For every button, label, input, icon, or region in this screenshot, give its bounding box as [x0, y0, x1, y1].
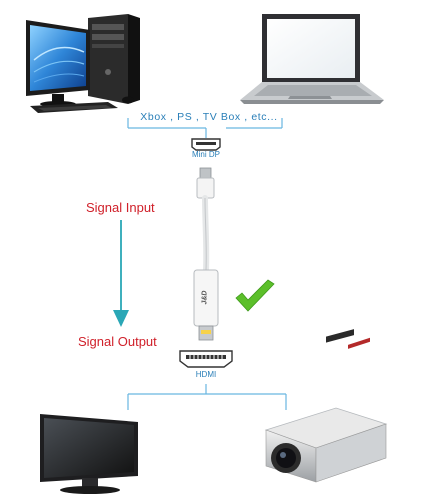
hdmi-port-icon	[179, 350, 233, 368]
brand-label: J&D	[201, 290, 209, 305]
mini-dp-label: Mini DP	[191, 150, 220, 159]
projector-icon	[264, 329, 388, 483]
desktop-computer-icon	[26, 14, 140, 113]
adapter-cable	[193, 167, 219, 341]
source-bracket	[127, 118, 283, 138]
source-devices-label: Xbox , PS , TV Box , etc...	[140, 111, 278, 123]
hdmi-label: HDMI	[195, 370, 217, 379]
laptop-icon	[240, 14, 384, 104]
checkmark-icon	[235, 279, 275, 312]
monitor-icon	[40, 414, 138, 494]
signal-input-label: Signal Input	[86, 200, 155, 215]
output-bracket	[127, 384, 287, 410]
mini-dp-port-icon	[191, 138, 221, 151]
signal-arrow	[113, 220, 129, 327]
signal-output-label: Signal Output	[78, 334, 157, 349]
